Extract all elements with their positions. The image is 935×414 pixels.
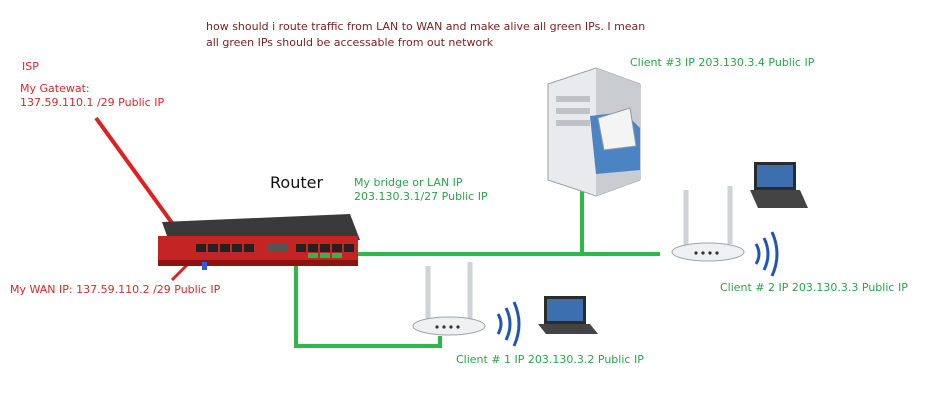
access-point-2 <box>671 186 745 262</box>
router-device <box>158 214 360 270</box>
client-3-label: Client #3 IP 203.130.3.4 Public IP <box>630 56 815 69</box>
lan-ip: 203.130.3.1/27 Public IP <box>354 190 488 203</box>
laptop-1 <box>538 296 598 334</box>
wan-ip: My WAN IP: 137.59.110.2 /29 Public IP <box>10 283 221 296</box>
isp-label: ISP <box>22 60 39 73</box>
wifi-waves-1 <box>496 301 521 347</box>
gateway-label: My Gatewat: <box>20 82 90 95</box>
access-point-1 <box>412 262 486 336</box>
lan-label: My bridge or LAN IP <box>354 176 463 189</box>
client-2-label: Client # 2 IP 203.130.3.3 Public IP <box>720 281 908 294</box>
router-title: Router <box>270 173 324 192</box>
gateway-ip: 137.59.110.1 /29 Public IP <box>20 96 165 109</box>
laptop-2 <box>750 162 808 208</box>
client-1-label: Client # 1 IP 203.130.3.2 Public IP <box>456 353 644 366</box>
server-icon <box>547 67 641 197</box>
question-line-2: all green IPs should be accessable from … <box>206 36 494 49</box>
wifi-waves-2 <box>754 231 779 277</box>
question-line-1: how should i route traffic from LAN to W… <box>206 20 646 33</box>
